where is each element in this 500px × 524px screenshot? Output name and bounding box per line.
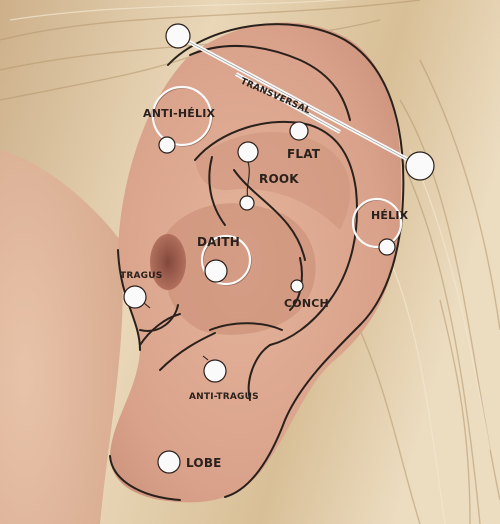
label-lobe: LOBE xyxy=(186,456,222,470)
flat-stud-icon xyxy=(289,121,309,141)
label-daith: DAITH xyxy=(197,235,240,249)
rook-top-ball-icon xyxy=(237,141,259,163)
conch-stud-icon xyxy=(290,279,304,293)
rook-bottom-ball-icon xyxy=(239,195,255,211)
label-conch: CONCH xyxy=(284,297,329,310)
anti-tragus-stud-icon xyxy=(203,359,227,383)
helix-ring-icon xyxy=(351,197,403,249)
tragus-stud-icon xyxy=(123,285,147,309)
ear-outlines xyxy=(109,23,405,501)
anti-helix-ball-icon xyxy=(158,136,176,154)
daith-ring-icon xyxy=(200,234,252,286)
industrial-top-ball-icon xyxy=(165,23,191,49)
label-flat: FLAT xyxy=(287,147,321,161)
label-anti-helix: ANTI-HÉLIX xyxy=(143,107,216,120)
cheek xyxy=(0,150,123,524)
label-helix: HÉLIX xyxy=(371,209,409,222)
anti-helix-ring-icon xyxy=(151,85,213,147)
industrial-bottom-ball-icon xyxy=(405,151,435,181)
ear-canal xyxy=(150,234,186,290)
lobe-stud-icon xyxy=(157,450,181,474)
daith-ball-icon xyxy=(204,259,228,283)
label-rook: ROOK xyxy=(259,172,299,186)
helix-ball-icon xyxy=(378,238,396,256)
label-anti-tragus: ANTI-TRAGUS xyxy=(189,392,259,402)
label-tragus: TRAGUS xyxy=(120,271,162,281)
